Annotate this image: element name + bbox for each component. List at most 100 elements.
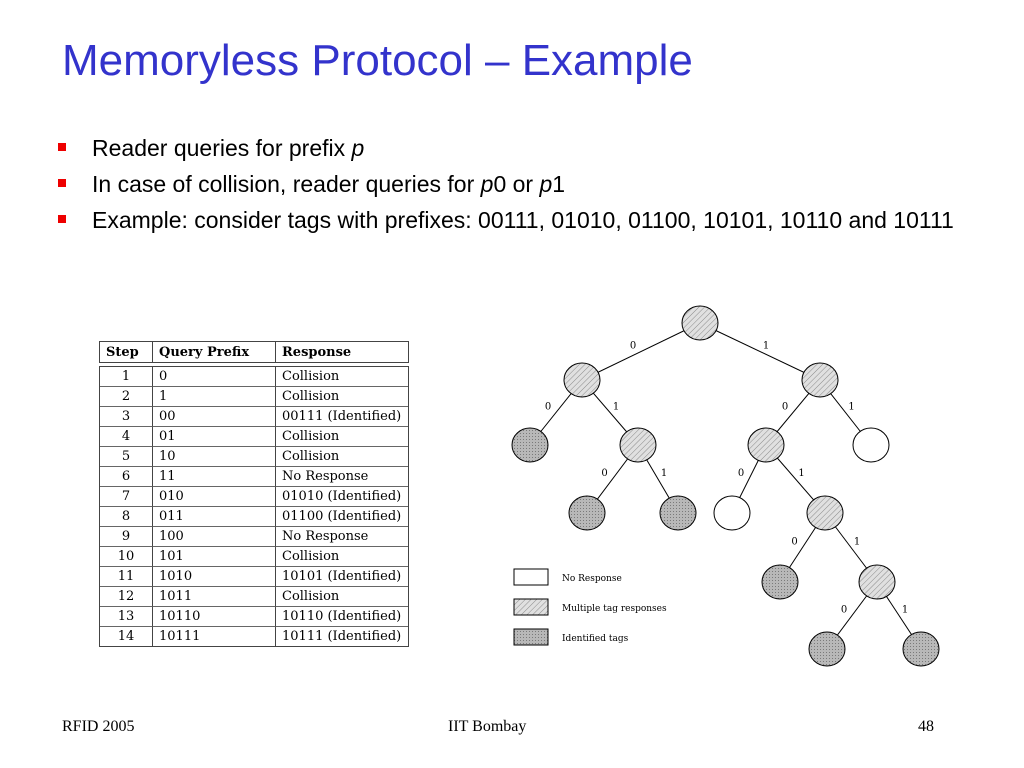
bullet-item: In case of collision, reader queries for… xyxy=(58,170,958,199)
tree-node-collision xyxy=(806,495,844,531)
cell-response: Collision xyxy=(275,546,408,566)
edge-label: 0 xyxy=(738,468,744,479)
edge-label: 1 xyxy=(854,537,860,548)
cell-prefix: 10110 xyxy=(152,606,275,626)
cell-prefix: 10111 xyxy=(152,626,275,646)
cell-step: 10 xyxy=(100,546,152,566)
bullet-marker-icon xyxy=(58,179,66,187)
tree-node-collision xyxy=(681,305,719,341)
cell-prefix: 00 xyxy=(152,406,275,426)
cell-prefix: 1 xyxy=(152,386,275,406)
cell-step: 13 xyxy=(100,606,152,626)
footer-left: RFID 2005 xyxy=(62,718,135,735)
cell-prefix: 01 xyxy=(152,426,275,446)
cell-step: 4 xyxy=(100,426,152,446)
tree-node-identified xyxy=(568,495,606,531)
column-header-step: Step xyxy=(106,344,139,360)
edge-label: 0 xyxy=(545,402,551,413)
edge-label: 1 xyxy=(613,402,619,413)
edge-label: 0 xyxy=(601,468,607,479)
bullet-marker-icon xyxy=(58,215,66,223)
bullet-text: Reader queries for prefix xyxy=(92,135,352,161)
cell-step: 9 xyxy=(100,526,152,546)
cell-response: Collision xyxy=(275,586,408,606)
edge-label: 1 xyxy=(763,341,769,352)
table-header: Step Query Prefix Response xyxy=(99,341,409,363)
legend-label: No Response xyxy=(562,574,622,584)
edge-label: 0 xyxy=(630,341,636,352)
tree-node-collision xyxy=(563,362,601,398)
footer-center: IIT Bombay xyxy=(448,718,527,735)
legend-label: Multiple tag responses xyxy=(562,604,667,614)
cell-prefix: 100 xyxy=(152,526,275,546)
bullet-text: 0 or xyxy=(493,171,540,197)
column-header-response: Response xyxy=(275,342,408,362)
bullet-text: Example: consider tags with prefixes: 00… xyxy=(92,207,954,233)
cell-prefix: 10 xyxy=(152,446,275,466)
bullet-italic: p xyxy=(480,171,494,197)
tree-node-identified xyxy=(659,495,697,531)
cell-prefix: 1011 xyxy=(152,586,275,606)
slide-title: Memoryless Protocol – Example xyxy=(62,36,693,85)
cell-response: 10101 (Identified) xyxy=(275,566,408,586)
cell-response: No Response xyxy=(275,526,408,546)
cell-response: 01010 (Identified) xyxy=(275,486,408,506)
bullet-text: In case of collision, reader queries for xyxy=(92,171,481,197)
cell-response: Collision xyxy=(275,367,408,386)
legend-label: Identified tags xyxy=(562,634,629,644)
edge-label: 0 xyxy=(782,402,788,413)
cell-response: Collision xyxy=(275,446,408,466)
tree-node-none xyxy=(713,495,751,531)
cell-step: 5 xyxy=(100,446,152,466)
bullet-item: Reader queries for prefix p xyxy=(58,134,958,163)
cell-prefix: 011 xyxy=(152,506,275,526)
footer-page-number: 48 xyxy=(918,718,934,735)
cell-prefix: 010 xyxy=(152,486,275,506)
bullet-list: Reader queries for prefix p In case of c… xyxy=(58,134,958,242)
cell-response: No Response xyxy=(275,466,408,486)
tree-node-collision xyxy=(801,362,839,398)
bullet-italic: p xyxy=(351,135,365,161)
cell-step: 2 xyxy=(100,386,152,406)
cell-prefix: 101 xyxy=(152,546,275,566)
bullet-italic: p xyxy=(539,171,553,197)
cell-step: 11 xyxy=(100,566,152,586)
cell-response: Collision xyxy=(275,386,408,406)
cell-step: 1 xyxy=(121,369,131,384)
tree-node-collision xyxy=(619,427,657,463)
tree-edge xyxy=(699,322,821,381)
cell-step: 6 xyxy=(100,466,152,486)
bullet-item: Example: consider tags with prefixes: 00… xyxy=(58,206,958,235)
cell-response: 10111 (Identified) xyxy=(275,626,408,646)
bullet-marker-icon xyxy=(58,143,66,151)
cell-step: 12 xyxy=(100,586,152,606)
cell-prefix: 11 xyxy=(152,466,275,486)
tree-node-identified xyxy=(808,631,846,667)
cell-step: 7 xyxy=(100,486,152,506)
edge-label: 1 xyxy=(902,605,908,616)
tree-edge xyxy=(581,322,701,381)
legend-swatch-identified xyxy=(513,628,549,646)
cell-response: 10110 (Identified) xyxy=(275,606,408,626)
legend-swatch-collision xyxy=(513,598,549,616)
tree-node-identified xyxy=(761,564,799,600)
edge-label: 0 xyxy=(791,537,797,548)
legend-swatch-none xyxy=(513,568,549,586)
bullet-text: 1 xyxy=(552,171,566,197)
cell-response: 01100 (Identified) xyxy=(275,506,408,526)
